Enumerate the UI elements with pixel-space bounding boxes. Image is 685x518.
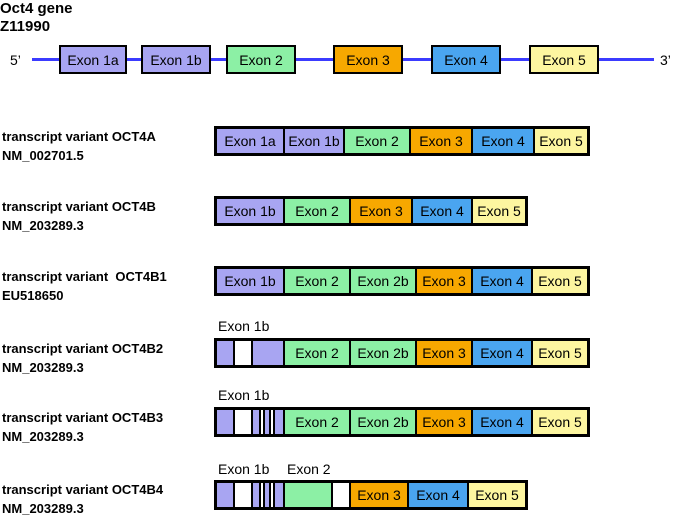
exon-1a: Exon 1a (217, 129, 283, 153)
spliced-region (331, 483, 349, 507)
spliced-region (233, 483, 253, 507)
gene-title: Oct4 gene Z11990 (0, 0, 73, 36)
transcript-oct4b4: Exon 3 Exon 4 Exon 5 (214, 480, 528, 510)
variant-accession: NM_002701.5 (2, 148, 84, 163)
exon-3: Exon 3 (349, 199, 411, 223)
transcript-oct4b2: Exon 2 Exon 2b Exon 3 Exon 4 Exon 5 (214, 338, 590, 368)
spliced-region (233, 341, 253, 365)
exon-5: Exon 5 (531, 269, 587, 293)
variant-accession: NM_203289.3 (2, 429, 84, 444)
variant-name: transcript variant OCT4B (2, 199, 156, 214)
exon-2: Exon 2 (283, 199, 349, 223)
gene-exon-1a: Exon 1a (59, 45, 127, 74)
transcript-oct4b3: Exon 2 Exon 2b Exon 3 Exon 4 Exon 5 (214, 407, 590, 437)
gene-exon-3: Exon 3 (333, 45, 403, 74)
transcript-oct4a: Exon 1a Exon 1b Exon 2 Exon 3 Exon 4 Exo… (214, 126, 590, 156)
spliced-region (259, 483, 265, 507)
variant-accession: NM_203289.3 (2, 218, 84, 233)
exon-4: Exon 4 (407, 483, 467, 507)
exon-2: Exon 2 (283, 410, 349, 434)
variant-name: transcript variant OCT4B3 (2, 410, 164, 425)
spliced-region (233, 410, 253, 434)
variant-label: transcript variant OCT4B NM_203289.3 (2, 197, 156, 235)
exon-3: Exon 3 (349, 483, 407, 507)
three-prime-label: 3’ (660, 52, 671, 68)
exon-2b: Exon 2b (349, 269, 415, 293)
exon-1b: Exon 1b (283, 129, 343, 153)
variant-label: transcript variant OCT4B4 NM_203289.3 (2, 480, 163, 518)
variant-accession: NM_203289.3 (2, 360, 84, 375)
exon-1b-above-label: Exon 1b (218, 318, 270, 334)
exon-2b: Exon 2b (349, 410, 415, 434)
transcript-oct4b1: Exon 1b Exon 2 Exon 2b Exon 3 Exon 4 Exo… (214, 266, 590, 296)
variant-name: transcript variant OCT4B4 (2, 482, 164, 497)
exon-4: Exon 4 (411, 199, 471, 223)
variant-name: transcript variant OCT4B1 (2, 269, 167, 284)
exon-2b: Exon 2b (349, 341, 415, 365)
transcript-oct4b: Exon 1b Exon 2 Exon 3 Exon 4 Exon 5 (214, 196, 528, 226)
exon-3: Exon 3 (415, 410, 471, 434)
variant-label: transcript variant OCT4B1 EU518650 (2, 267, 167, 305)
exon-2: Exon 2 (283, 341, 349, 365)
five-prime-label: 5’ (10, 52, 21, 68)
exon-4: Exon 4 (471, 341, 531, 365)
exon-5: Exon 5 (531, 341, 587, 365)
exon-1b: Exon 1b (217, 199, 283, 223)
exon-4: Exon 4 (471, 410, 531, 434)
exon-1b-above-label: Exon 1b (218, 461, 270, 477)
exon-5: Exon 5 (533, 129, 587, 153)
exon-3: Exon 3 (409, 129, 471, 153)
exon-4: Exon 4 (471, 129, 533, 153)
exon-2-above-label: Exon 2 (287, 461, 331, 477)
variant-name: transcript variant OCT4B2 (2, 341, 164, 356)
gene-exon-4: Exon 4 (431, 45, 501, 74)
exon-5: Exon 5 (471, 199, 525, 223)
variant-accession: NM_203289.3 (2, 501, 84, 516)
gene-exon-2: Exon 2 (226, 45, 296, 74)
exon-3: Exon 3 (415, 269, 471, 293)
spliced-region (269, 483, 275, 507)
exon-5: Exon 5 (467, 483, 525, 507)
variant-name: transcript variant OCT4A (2, 129, 156, 144)
gene-exon-5: Exon 5 (529, 45, 599, 74)
exon-4: Exon 4 (471, 269, 531, 293)
exon-3: Exon 3 (415, 341, 471, 365)
variant-accession: EU518650 (2, 288, 64, 303)
gene-exon-1b: Exon 1b (141, 45, 211, 74)
exon-2: Exon 2 (343, 129, 409, 153)
variant-label: transcript variant OCT4A NM_002701.5 (2, 127, 156, 165)
exon-2: Exon 2 (283, 269, 349, 293)
spliced-region (269, 410, 275, 434)
gene-name: Oct4 gene (0, 0, 73, 17)
exon-5: Exon 5 (531, 410, 587, 434)
exon-1b: Exon 1b (217, 269, 283, 293)
spliced-region (259, 410, 265, 434)
gene-accession: Z11990 (0, 18, 51, 35)
exon-1b-above-label: Exon 1b (218, 387, 270, 403)
variant-label: transcript variant OCT4B2 NM_203289.3 (2, 339, 163, 377)
variant-label: transcript variant OCT4B3 NM_203289.3 (2, 408, 163, 446)
